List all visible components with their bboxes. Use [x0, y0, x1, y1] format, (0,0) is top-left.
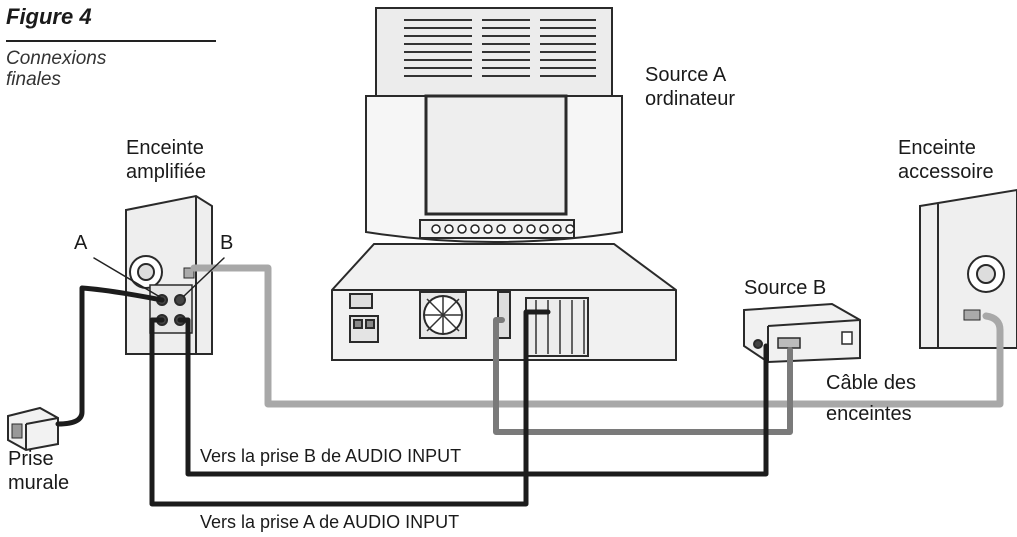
input-a-cable	[149, 309, 551, 507]
powered-speaker-label-line2: amplifiée	[126, 160, 207, 183]
computer-case	[331, 243, 677, 361]
speaker-cable-label: Câble des enceintes	[826, 368, 916, 430]
source-a-grey-cable	[493, 317, 793, 435]
source-a-label-line2: ordinateur	[645, 87, 736, 110]
source-a-label: Source A ordinateur	[645, 64, 735, 111]
input-a-label: Vers la prise A de AUDIO INPUT	[200, 512, 460, 532]
input-b-cable	[177, 317, 769, 477]
speaker-cable	[190, 264, 1004, 408]
powered-speaker-label-line1: Enceinte	[126, 137, 204, 159]
powered-speaker	[125, 194, 213, 355]
wall-outlet-label-line1: Prise	[8, 448, 54, 470]
figure-subtitle-line1: Connexions	[6, 48, 107, 69]
source-b-device	[743, 302, 861, 364]
leader-line-b	[183, 257, 225, 297]
source-b-label: Source B	[744, 277, 827, 299]
wall-outlet-label-line2: murale	[8, 471, 70, 494]
jack-b-label: B	[220, 232, 234, 254]
computer-monitor	[365, 7, 623, 243]
speaker-cable-label-line2: enceintes	[826, 403, 912, 425]
jack-a-label: A	[74, 232, 88, 254]
figure-title-rule	[6, 40, 216, 42]
powered-speaker-label: Enceinte amplifiée	[126, 137, 206, 184]
speaker-cable-label-line1: Câble des	[826, 372, 917, 394]
power-cable	[55, 285, 165, 427]
accessory-speaker-label: Enceinte accessoire	[898, 137, 994, 184]
accessory-speaker	[919, 188, 1017, 349]
figure-title: Figure 4	[6, 4, 92, 29]
figure-subtitle-line2: finales	[6, 68, 61, 90]
accessory-speaker-label-line2: accessoire	[898, 160, 994, 183]
wall-outlet-label: Prise murale	[8, 448, 69, 495]
cables	[55, 257, 1004, 507]
input-b-label: Vers la prise B de AUDIO INPUT	[200, 446, 462, 466]
source-a-label-line1: Source A	[645, 64, 727, 86]
wall-outlet-adapter	[7, 406, 59, 452]
leader-line-a	[93, 257, 161, 298]
accessory-speaker-label-line1: Enceinte	[898, 137, 976, 159]
figure-subtitle: Connexions finales	[6, 48, 156, 91]
